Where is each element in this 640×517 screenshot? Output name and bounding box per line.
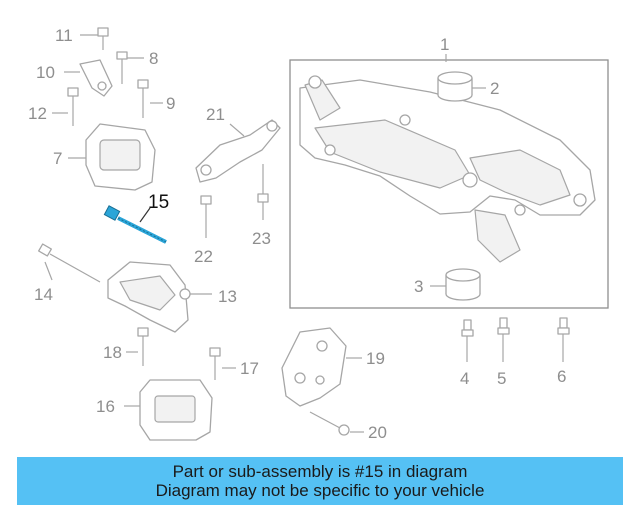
callout-23: 23 [252,229,271,248]
callout-10: 10 [36,63,55,82]
callout-1: 1 [440,35,449,54]
callout-5: 5 [497,369,506,388]
banner-line-1: Part or sub-assembly is #15 in diagram [172,462,468,481]
callout-9: 9 [166,94,175,113]
callout-3: 3 [414,277,423,296]
part-2-bushing[interactable] [437,71,486,102]
callout-2: 2 [490,79,499,98]
subframe-frame [289,59,609,309]
callout-7: 7 [53,149,62,168]
callout-16: 16 [96,397,115,416]
part-3-bushing[interactable] [430,268,481,301]
part-5-bolt[interactable] [497,317,510,362]
part-6-bolt[interactable] [557,317,570,362]
callout-21: 21 [206,105,225,124]
part-1-front-subframe[interactable] [299,75,596,263]
part-11-bolt[interactable] [80,27,109,50]
callout-8: 8 [149,49,158,68]
part-22-bolt[interactable] [200,195,212,238]
part-4-bolt[interactable] [461,319,474,362]
callout-18: 18 [103,343,122,362]
part-13-transmission-mount[interactable] [107,261,212,333]
part-10-bracket[interactable] [64,59,113,97]
part-14-long-bolt[interactable] [38,243,101,283]
part-9-bolt[interactable] [137,79,163,118]
callout-20: 20 [368,423,387,442]
callout-6: 6 [557,367,566,386]
callout-19: 19 [366,349,385,368]
callout-12: 12 [28,104,47,123]
part-8-bolt[interactable] [116,51,144,84]
callout-11: 11 [55,26,73,45]
callout-22: 22 [194,247,213,266]
callout-14: 14 [34,285,53,304]
callout-15: 15 [148,192,169,213]
info-banner: Part or sub-assembly is #15 in diagram D… [17,457,623,505]
part-12-bolt[interactable] [52,87,79,126]
part-20-bolt[interactable] [309,411,364,436]
part-21-torque-rod[interactable] [195,119,281,183]
part-16-mount[interactable] [124,379,213,441]
callout-13: 13 [218,287,237,306]
callout-17: 17 [240,359,259,378]
part-18-bolt[interactable] [126,327,149,366]
part-23-bolt[interactable] [257,164,269,220]
banner-line-2: Diagram may not be specific to your vehi… [155,481,485,500]
part-7-engine-mount[interactable] [68,123,156,191]
part-17-bolt[interactable] [209,347,236,380]
part-15-highlighted-bolt[interactable] [103,205,167,244]
callout-4: 4 [460,369,469,388]
part-19-bracket[interactable] [281,327,362,407]
